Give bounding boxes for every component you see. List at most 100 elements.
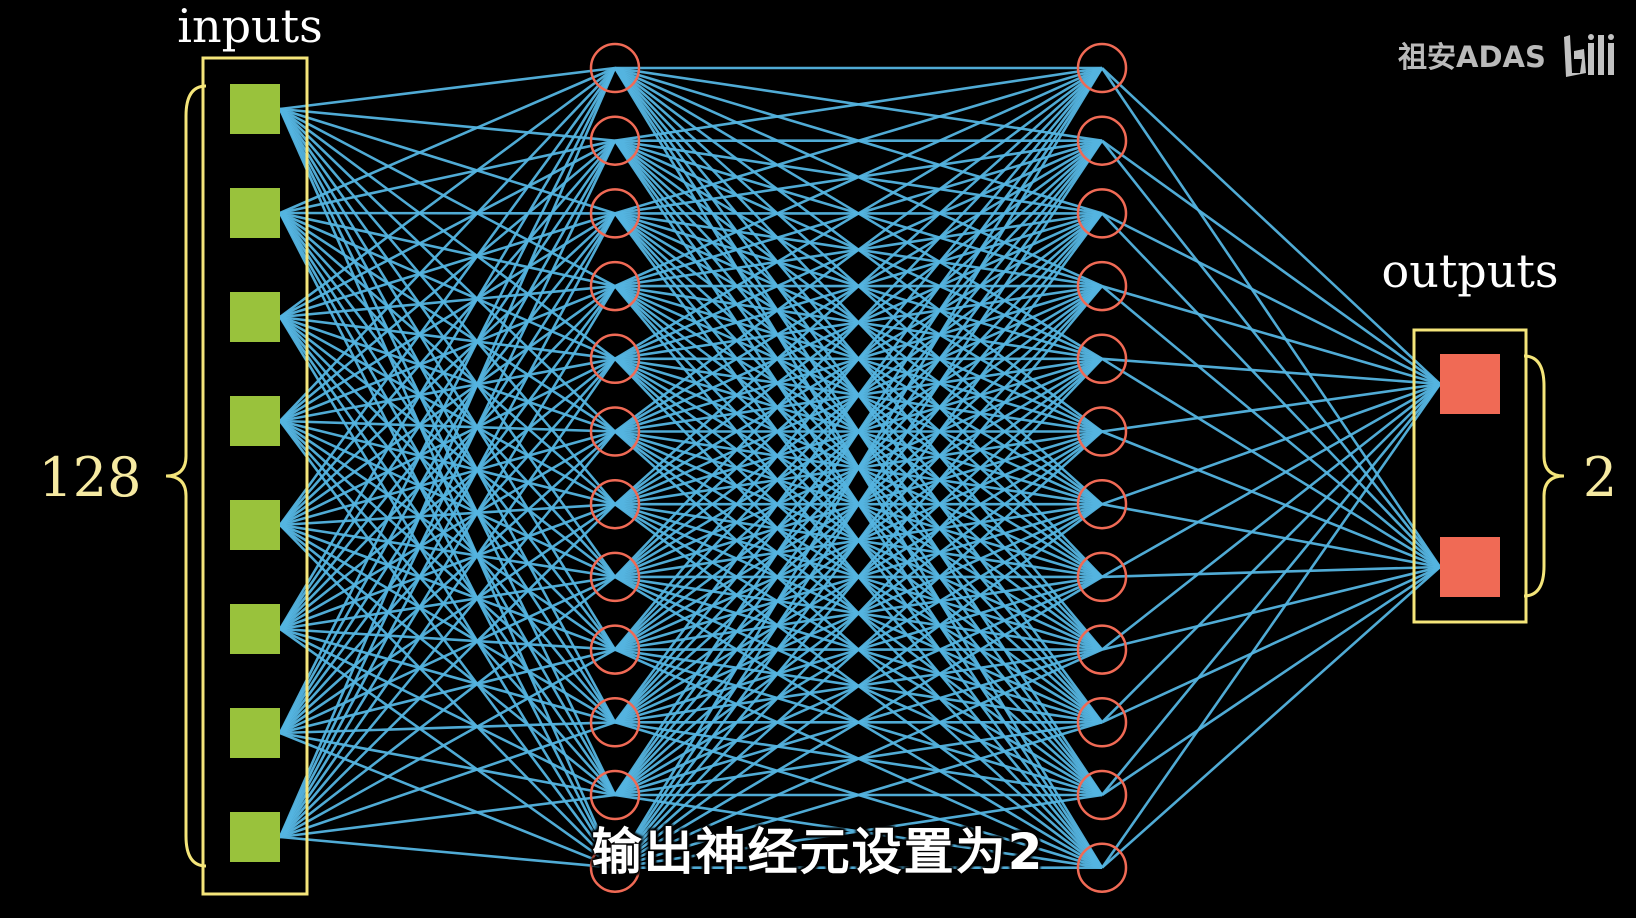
connection-h1-4-h2-1 [614, 66, 1103, 288]
connection-h1-12-h2-1 [613, 67, 1104, 869]
connection-in1-h1-1 [279, 66, 616, 111]
outputs-box [1412, 328, 1528, 624]
connection-in3-h1-2 [279, 139, 616, 319]
connection-in5-h1-7 [279, 502, 616, 527]
inputs-box [201, 56, 309, 896]
connection-h1-11-h2-1 [613, 67, 1104, 796]
layer-frames [201, 56, 1528, 896]
hidden2-node-12 [1076, 842, 1128, 893]
connection-h1-12-h2-5 [614, 357, 1103, 869]
hidden1-node-5 [589, 333, 641, 385]
connection-h2-1-out1 [1101, 67, 1441, 385]
connection-in3-h1-7 [279, 315, 616, 506]
connection-h1-12-h2-10 [614, 721, 1103, 869]
hidden1-node-6 [589, 406, 641, 457]
connection-in8-h1-1 [278, 67, 617, 838]
connection-h2-4-out2 [1101, 285, 1441, 568]
hidden1-node-2 [589, 115, 641, 166]
hidden1-node-8 [589, 551, 641, 603]
hidden1-node-7 [589, 478, 641, 530]
connection-h2-7-out2 [1101, 502, 1441, 569]
connection-h2-7-out1 [1101, 382, 1441, 506]
connection-h2-8-out1 [1101, 382, 1441, 579]
input-node-3 [230, 292, 280, 342]
output-count-label: 2 [1583, 446, 1617, 509]
connection-in4-h1-10 [279, 420, 616, 724]
connection-in8-h1-5 [278, 358, 617, 838]
connection-in5-h1-12 [279, 524, 616, 869]
connection-in8-h1-2 [278, 140, 617, 838]
connection-in8-h1-11 [279, 793, 616, 839]
input-node-5 [230, 500, 280, 550]
connection-h1-12-h2-2 [613, 139, 1104, 869]
connection-in4-h1-4 [279, 284, 616, 423]
connection-in3-h1-10 [278, 316, 617, 724]
hidden2-node-7 [1076, 478, 1128, 530]
connection-in5-h1-6 [279, 430, 616, 527]
connection-h2-5-out2 [1101, 357, 1441, 569]
connection-in3-h1-11 [278, 316, 617, 796]
connection-in4-h1-6 [279, 419, 616, 433]
connection-in7-h1-5 [279, 357, 616, 734]
connection-in4-h1-11 [279, 420, 616, 796]
connection-in6-h1-1 [278, 67, 617, 630]
connection-in7-h1-1 [278, 67, 617, 734]
hidden1-node-11 [589, 769, 641, 821]
connection-h2-4-out1 [1101, 284, 1441, 386]
connection-in3-h1-3 [279, 212, 616, 319]
connection-in5-h1-1 [278, 67, 617, 526]
hidden2-node-11 [1076, 769, 1128, 821]
hidden1-node-3 [589, 188, 641, 239]
hidden1-node-4 [589, 260, 641, 312]
watermark: 祖安ADAS [1398, 30, 1622, 80]
connection-in2-h1-9 [278, 212, 617, 651]
connection-h1-12-h2-11 [614, 793, 1103, 869]
connection-in4-h1-2 [279, 139, 616, 422]
connection-in2-h1-2 [279, 139, 616, 215]
connection-in7-h1-2 [278, 140, 617, 734]
connection-in2-h1-4 [279, 211, 616, 288]
connection-h2-3-out1 [1101, 212, 1441, 386]
connection-in6-h1-8 [279, 575, 616, 631]
hidden1-node-9 [589, 624, 641, 675]
connection-in5-h1-8 [279, 523, 616, 579]
connection-h1-12-h2-8 [614, 575, 1103, 869]
connection-in6-h1-7 [279, 502, 616, 631]
connection-in6-h1-3 [278, 212, 617, 630]
connection-in4-h1-7 [279, 419, 616, 506]
connection-in5-h1-4 [279, 285, 616, 527]
connection-in3-h1-12 [278, 316, 617, 869]
hidden2-node-3 [1076, 188, 1128, 239]
connection-h1-12-h2-7 [614, 503, 1103, 869]
input-count-label: 128 [38, 446, 141, 509]
hidden1-node-10 [589, 697, 641, 748]
hidden2-node-1 [1076, 42, 1128, 94]
connection-in5-h1-3 [279, 212, 616, 526]
hidden2-node-2 [1076, 115, 1128, 166]
connection-h2-1-out2 [1100, 67, 1442, 568]
output-count-brace [1523, 354, 1565, 598]
connection-in8-h1-12 [279, 835, 616, 869]
input-node-2 [230, 188, 280, 238]
connection-in3-h1-1 [279, 66, 616, 319]
input-node-6 [230, 604, 280, 654]
connection-in8-h1-10 [279, 721, 616, 839]
connection-h2-11-out1 [1100, 383, 1442, 796]
connections [278, 66, 1442, 870]
connection-h2-12-out2 [1101, 566, 1441, 869]
connection-in8-h1-7 [279, 503, 616, 838]
connection-in3-h1-9 [279, 316, 616, 651]
connection-in8-h1-8 [279, 575, 616, 839]
connection-h1-9-h2-1 [614, 67, 1103, 651]
connection-in5-h1-5 [279, 357, 616, 527]
connection-in6-h1-5 [279, 357, 616, 631]
connection-in8-h1-3 [278, 212, 617, 838]
outputs-label: outputs [1382, 244, 1559, 298]
connection-h1-10-h2-1 [613, 67, 1104, 724]
connection-in6-h1-2 [278, 139, 617, 630]
connection-h1-12-h2-3 [613, 212, 1104, 869]
connection-in2-h1-1 [279, 66, 616, 215]
connection-in3-h1-6 [279, 315, 616, 433]
connection-h2-10-out1 [1101, 383, 1441, 724]
connection-in3-h1-4 [279, 284, 616, 319]
